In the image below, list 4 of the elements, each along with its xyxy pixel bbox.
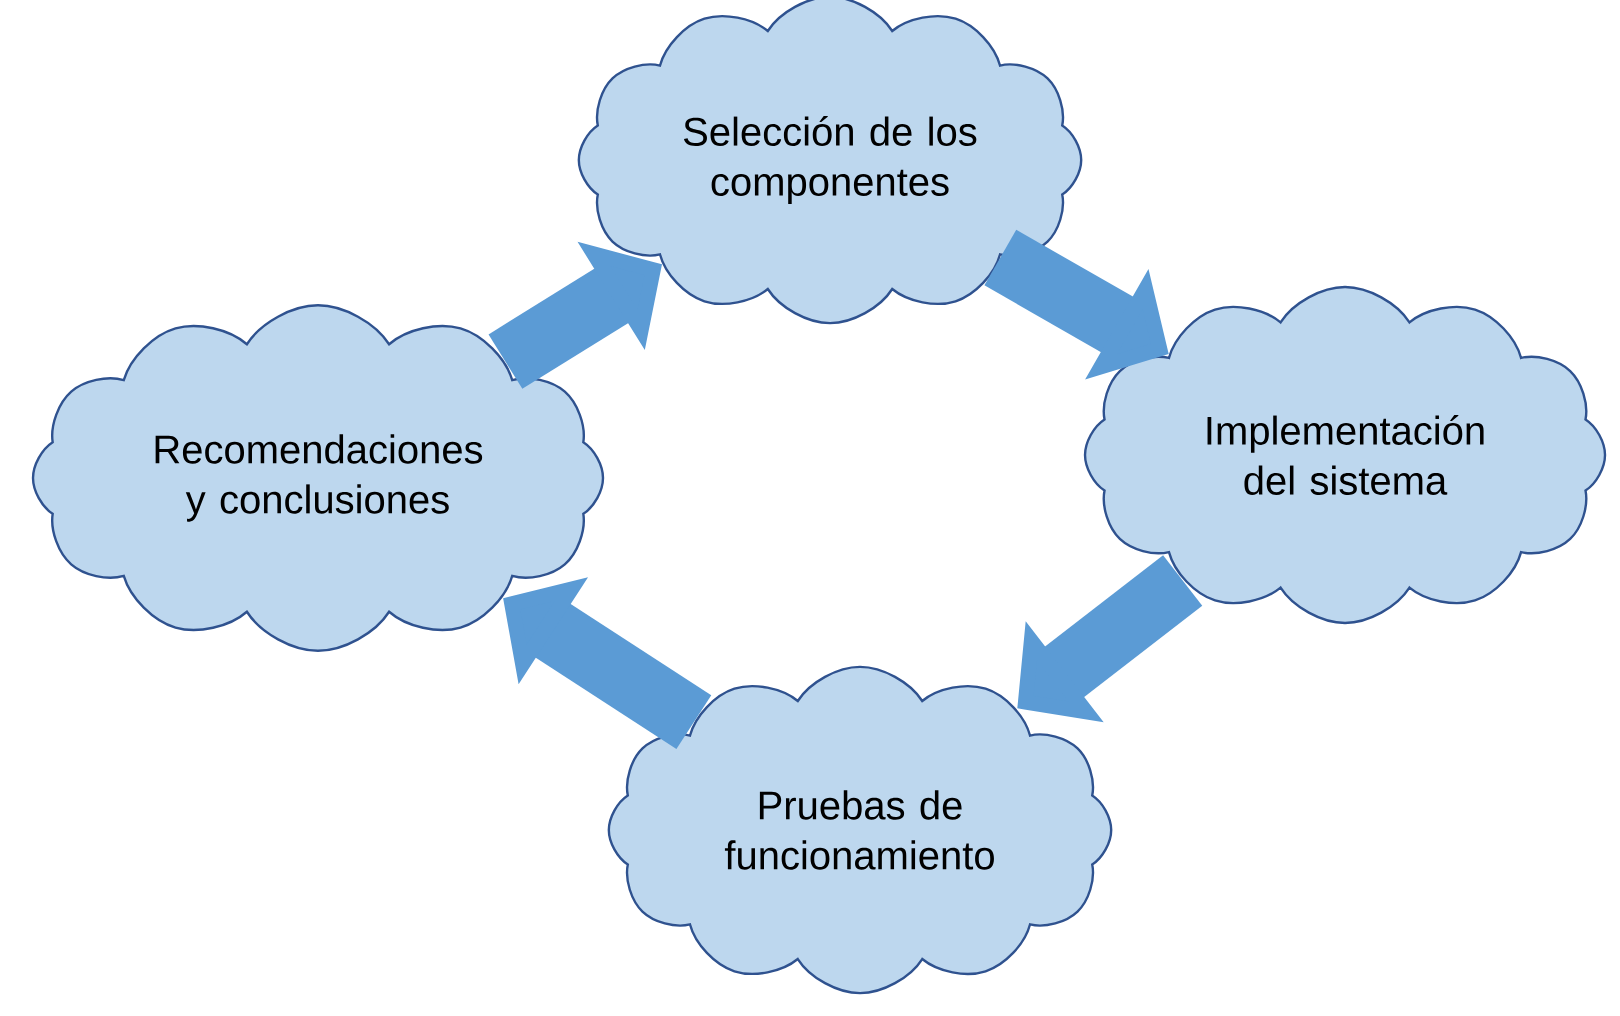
cloud: Recomendaciones y conclusiones — [31, 304, 605, 652]
cloud: Implementación del sistema — [1083, 285, 1607, 625]
cloud: Pruebas de funcionamiento — [607, 665, 1113, 995]
cloud: Selección de los componentes — [577, 0, 1083, 325]
